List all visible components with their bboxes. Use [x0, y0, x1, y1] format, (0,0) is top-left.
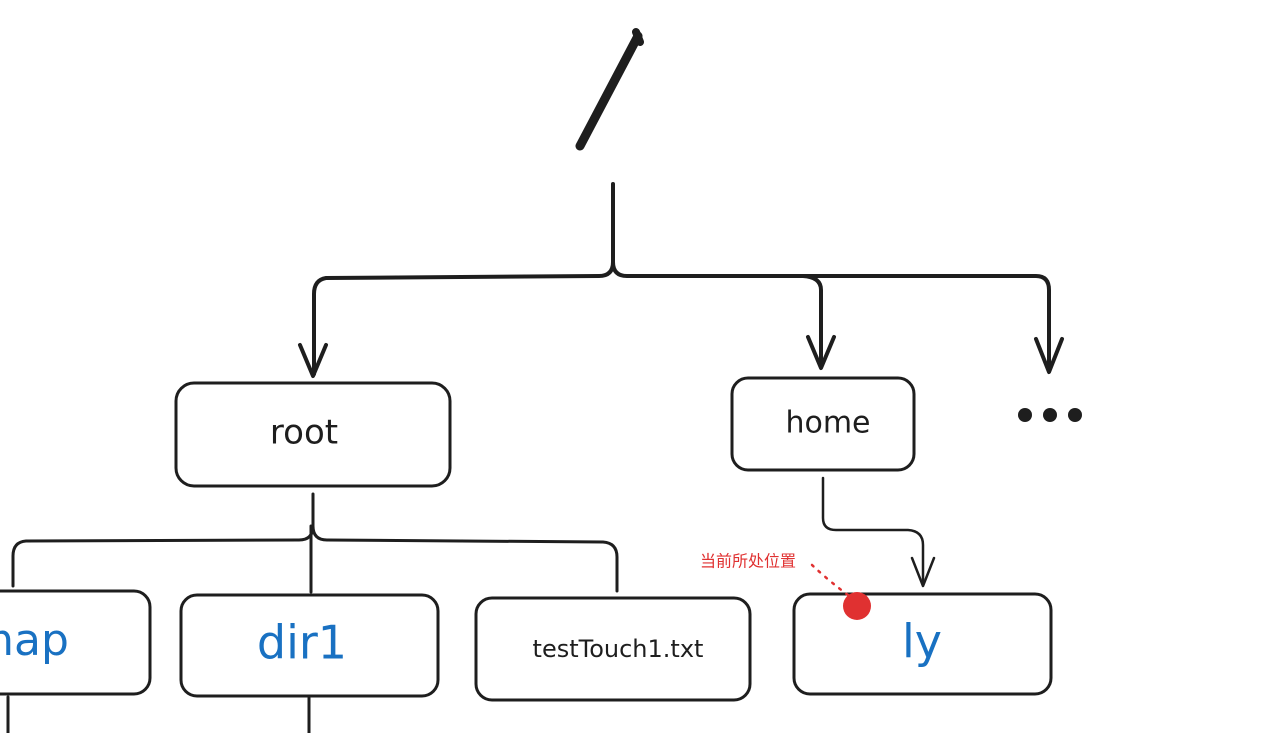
more-dirs-ellipsis — [1018, 408, 1082, 422]
test-touch-file-node: testTouch1.txt — [474, 596, 752, 702]
current-location-marker — [843, 592, 871, 620]
dir1-label: dir1 — [257, 616, 347, 670]
root-children-connectors — [11, 492, 619, 594]
home-dir-node: home — [730, 376, 916, 472]
map-dir-label: map — [0, 615, 69, 666]
root-dir-label: root — [270, 413, 338, 453]
ly-dir-node: ly — [792, 592, 1053, 696]
arrowhead-root — [298, 343, 328, 378]
map-dir-node: map — [0, 589, 152, 696]
current-location-annotation: 当前所处位置 — [700, 552, 871, 620]
arrowhead-home — [806, 335, 836, 370]
home-ly-connector — [821, 476, 936, 588]
current-location-label: 当前所处位置 — [700, 552, 796, 571]
ly-dir-label: ly — [902, 615, 942, 669]
root-slash-node — [575, 28, 644, 151]
root-dir-node: root — [174, 381, 452, 488]
test-touch-file-label: testTouch1.txt — [533, 635, 704, 663]
dir1-node: dir1 — [179, 593, 440, 698]
root-connectors — [298, 182, 1064, 378]
arrowhead-more — [1034, 337, 1064, 374]
home-dir-label: home — [785, 406, 870, 441]
